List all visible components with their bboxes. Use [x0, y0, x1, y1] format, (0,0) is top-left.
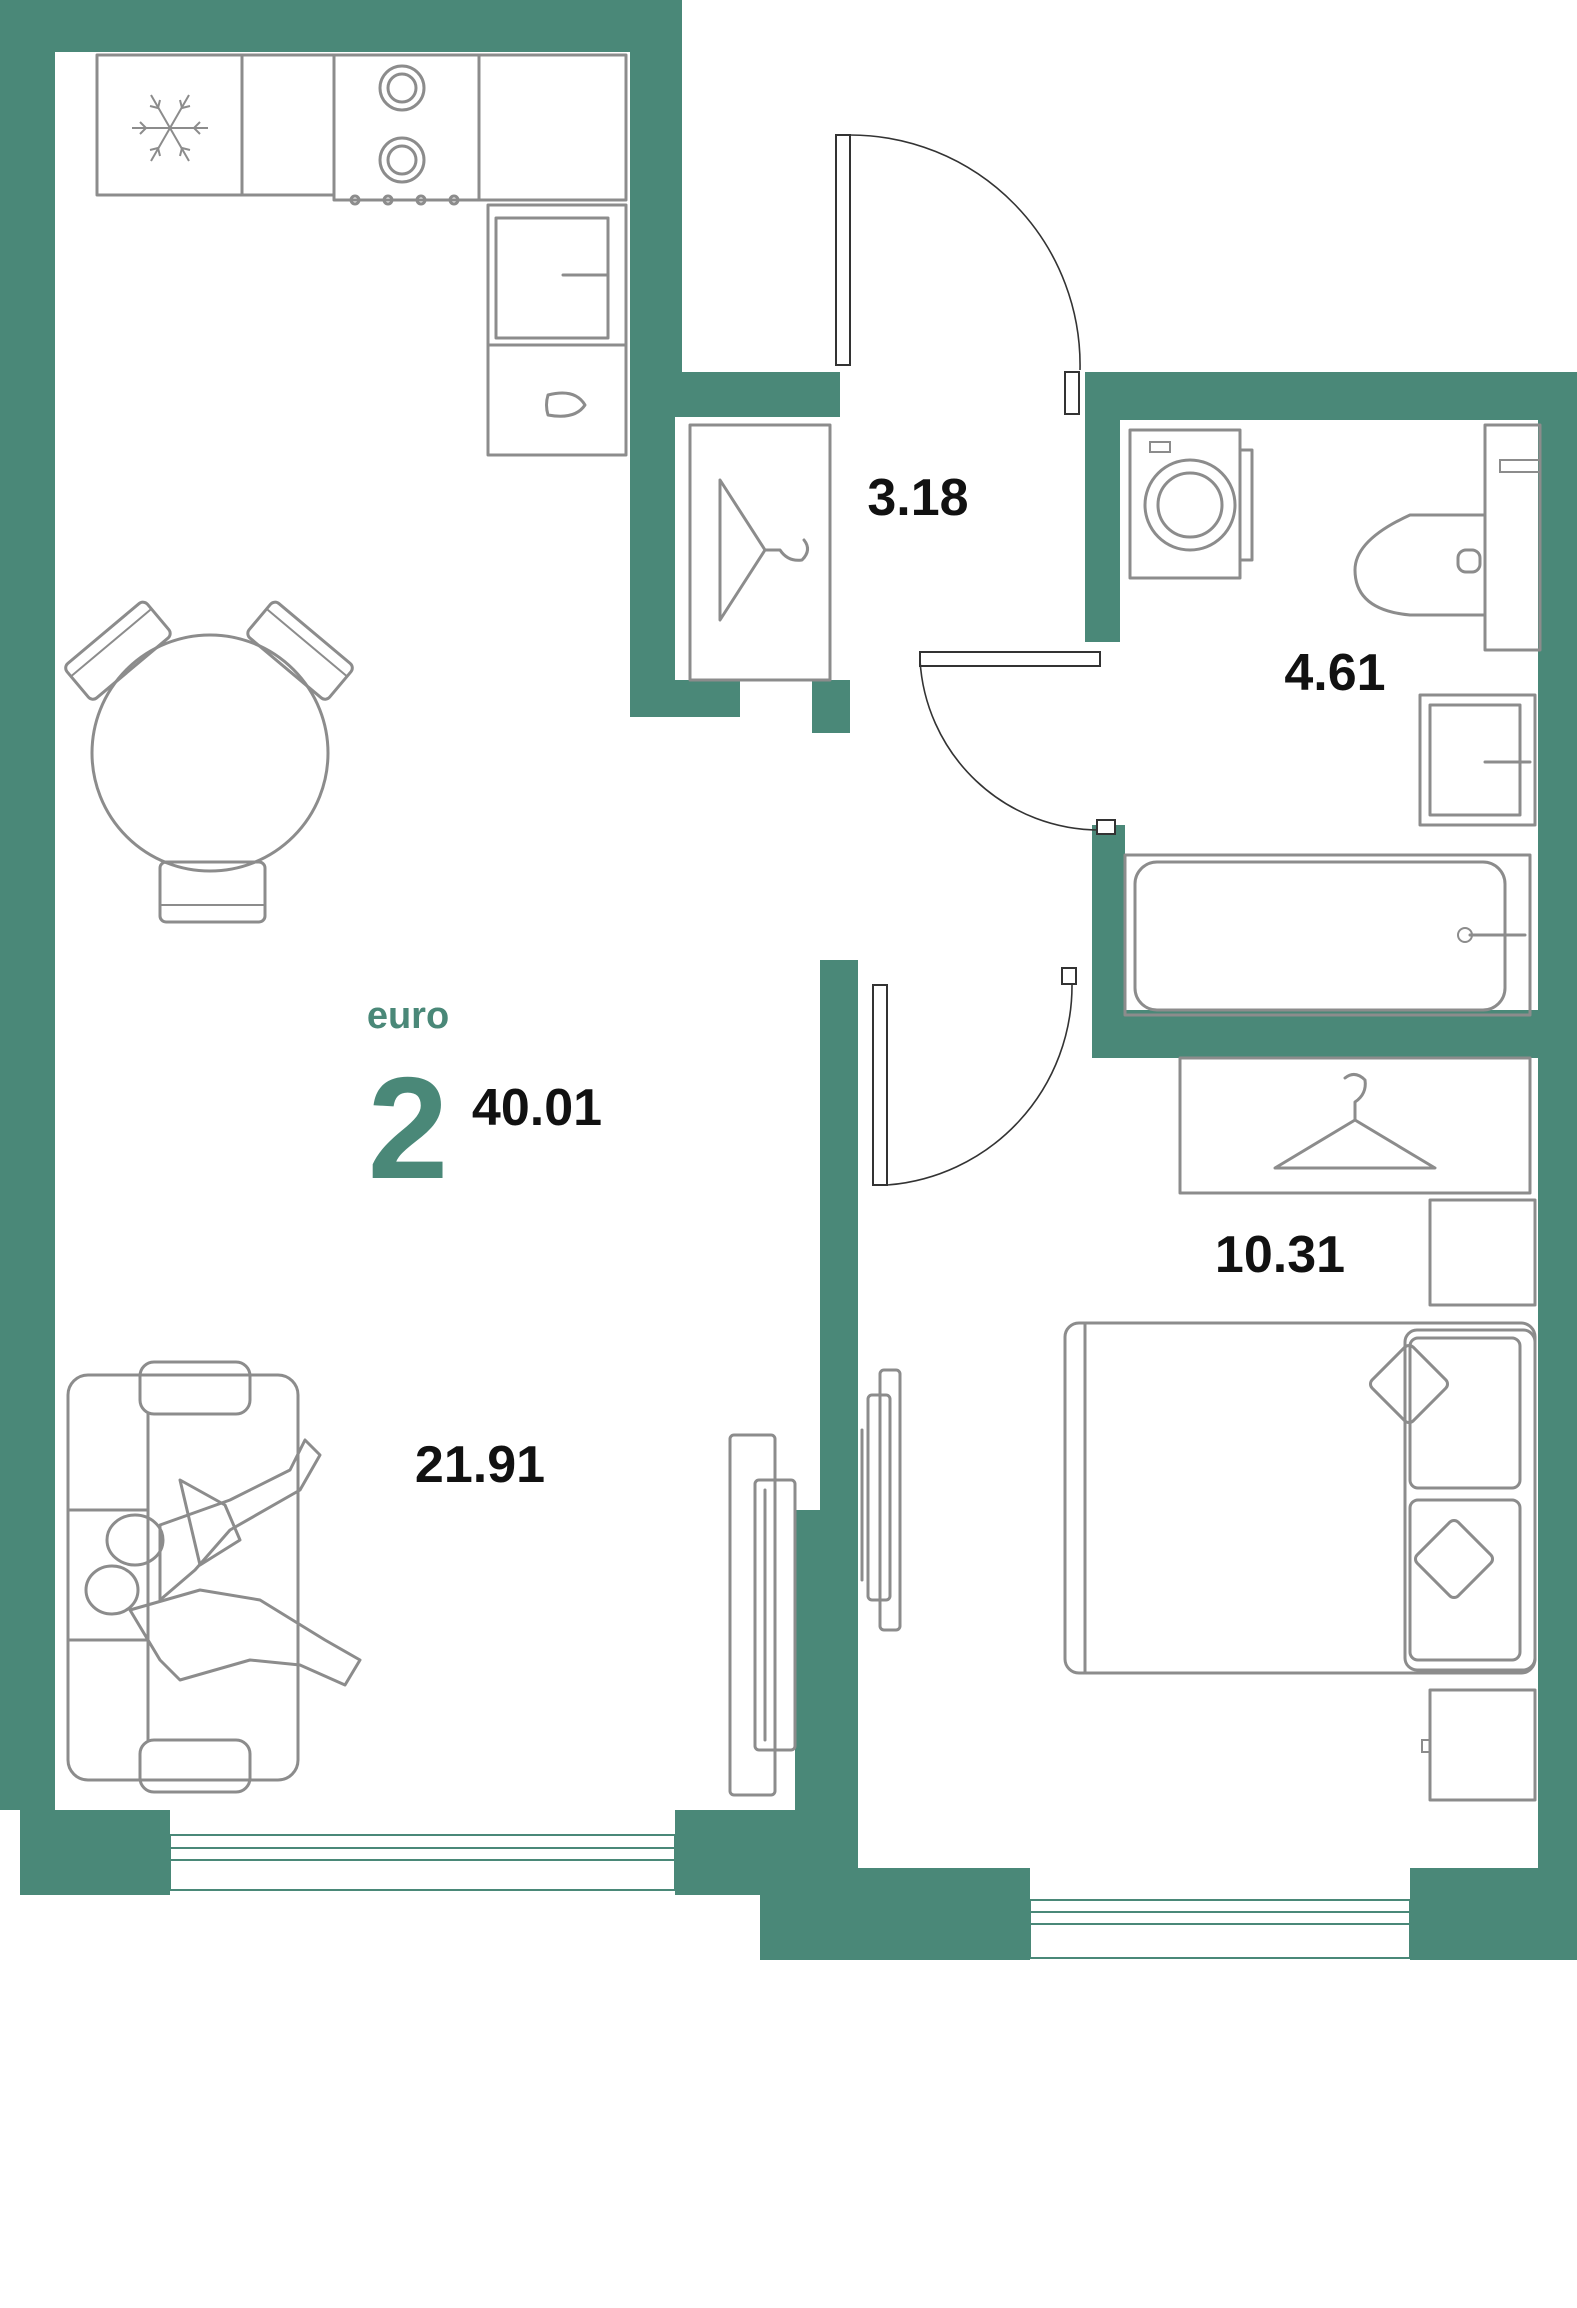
doors [835, 134, 1116, 1186]
bathtub-icon [1123, 853, 1532, 1017]
bedroom-tv [860, 1368, 902, 1632]
bedroom-area: 10.31 [1215, 1226, 1345, 1284]
bed-icon [1063, 1321, 1537, 1675]
room-count: 2 [368, 1047, 449, 1209]
sink-icon [545, 391, 587, 418]
stove-icon [378, 64, 426, 184]
coat-hanger-icon [1273, 1073, 1437, 1170]
living-kitchen-area: 21.91 [415, 1436, 545, 1494]
kitchen-counter [95, 53, 628, 457]
apartment-type-label: euro [367, 995, 449, 1037]
snowflake-icon [132, 94, 208, 162]
people-figures-icon [84, 1438, 362, 1687]
coat-hanger-icon [718, 478, 809, 622]
tv-icon [728, 1433, 797, 1797]
hallway-wardrobe [688, 423, 832, 682]
hallway-area: 3.18 [867, 469, 968, 527]
washing-machine-icon [1128, 428, 1254, 580]
total-area: 40.01 [472, 1079, 602, 1137]
nightstand [1421, 1688, 1537, 1802]
dining-table-icon [64, 600, 354, 924]
sofa-icon [66, 1360, 300, 1794]
bathroom-area: 4.61 [1284, 644, 1385, 702]
bath-sink [1418, 693, 1537, 827]
bedroom-wardrobe [1178, 1056, 1537, 1307]
walls [0, 0, 1577, 1960]
windows [169, 1834, 1411, 1959]
toilet-icon [1353, 423, 1542, 652]
